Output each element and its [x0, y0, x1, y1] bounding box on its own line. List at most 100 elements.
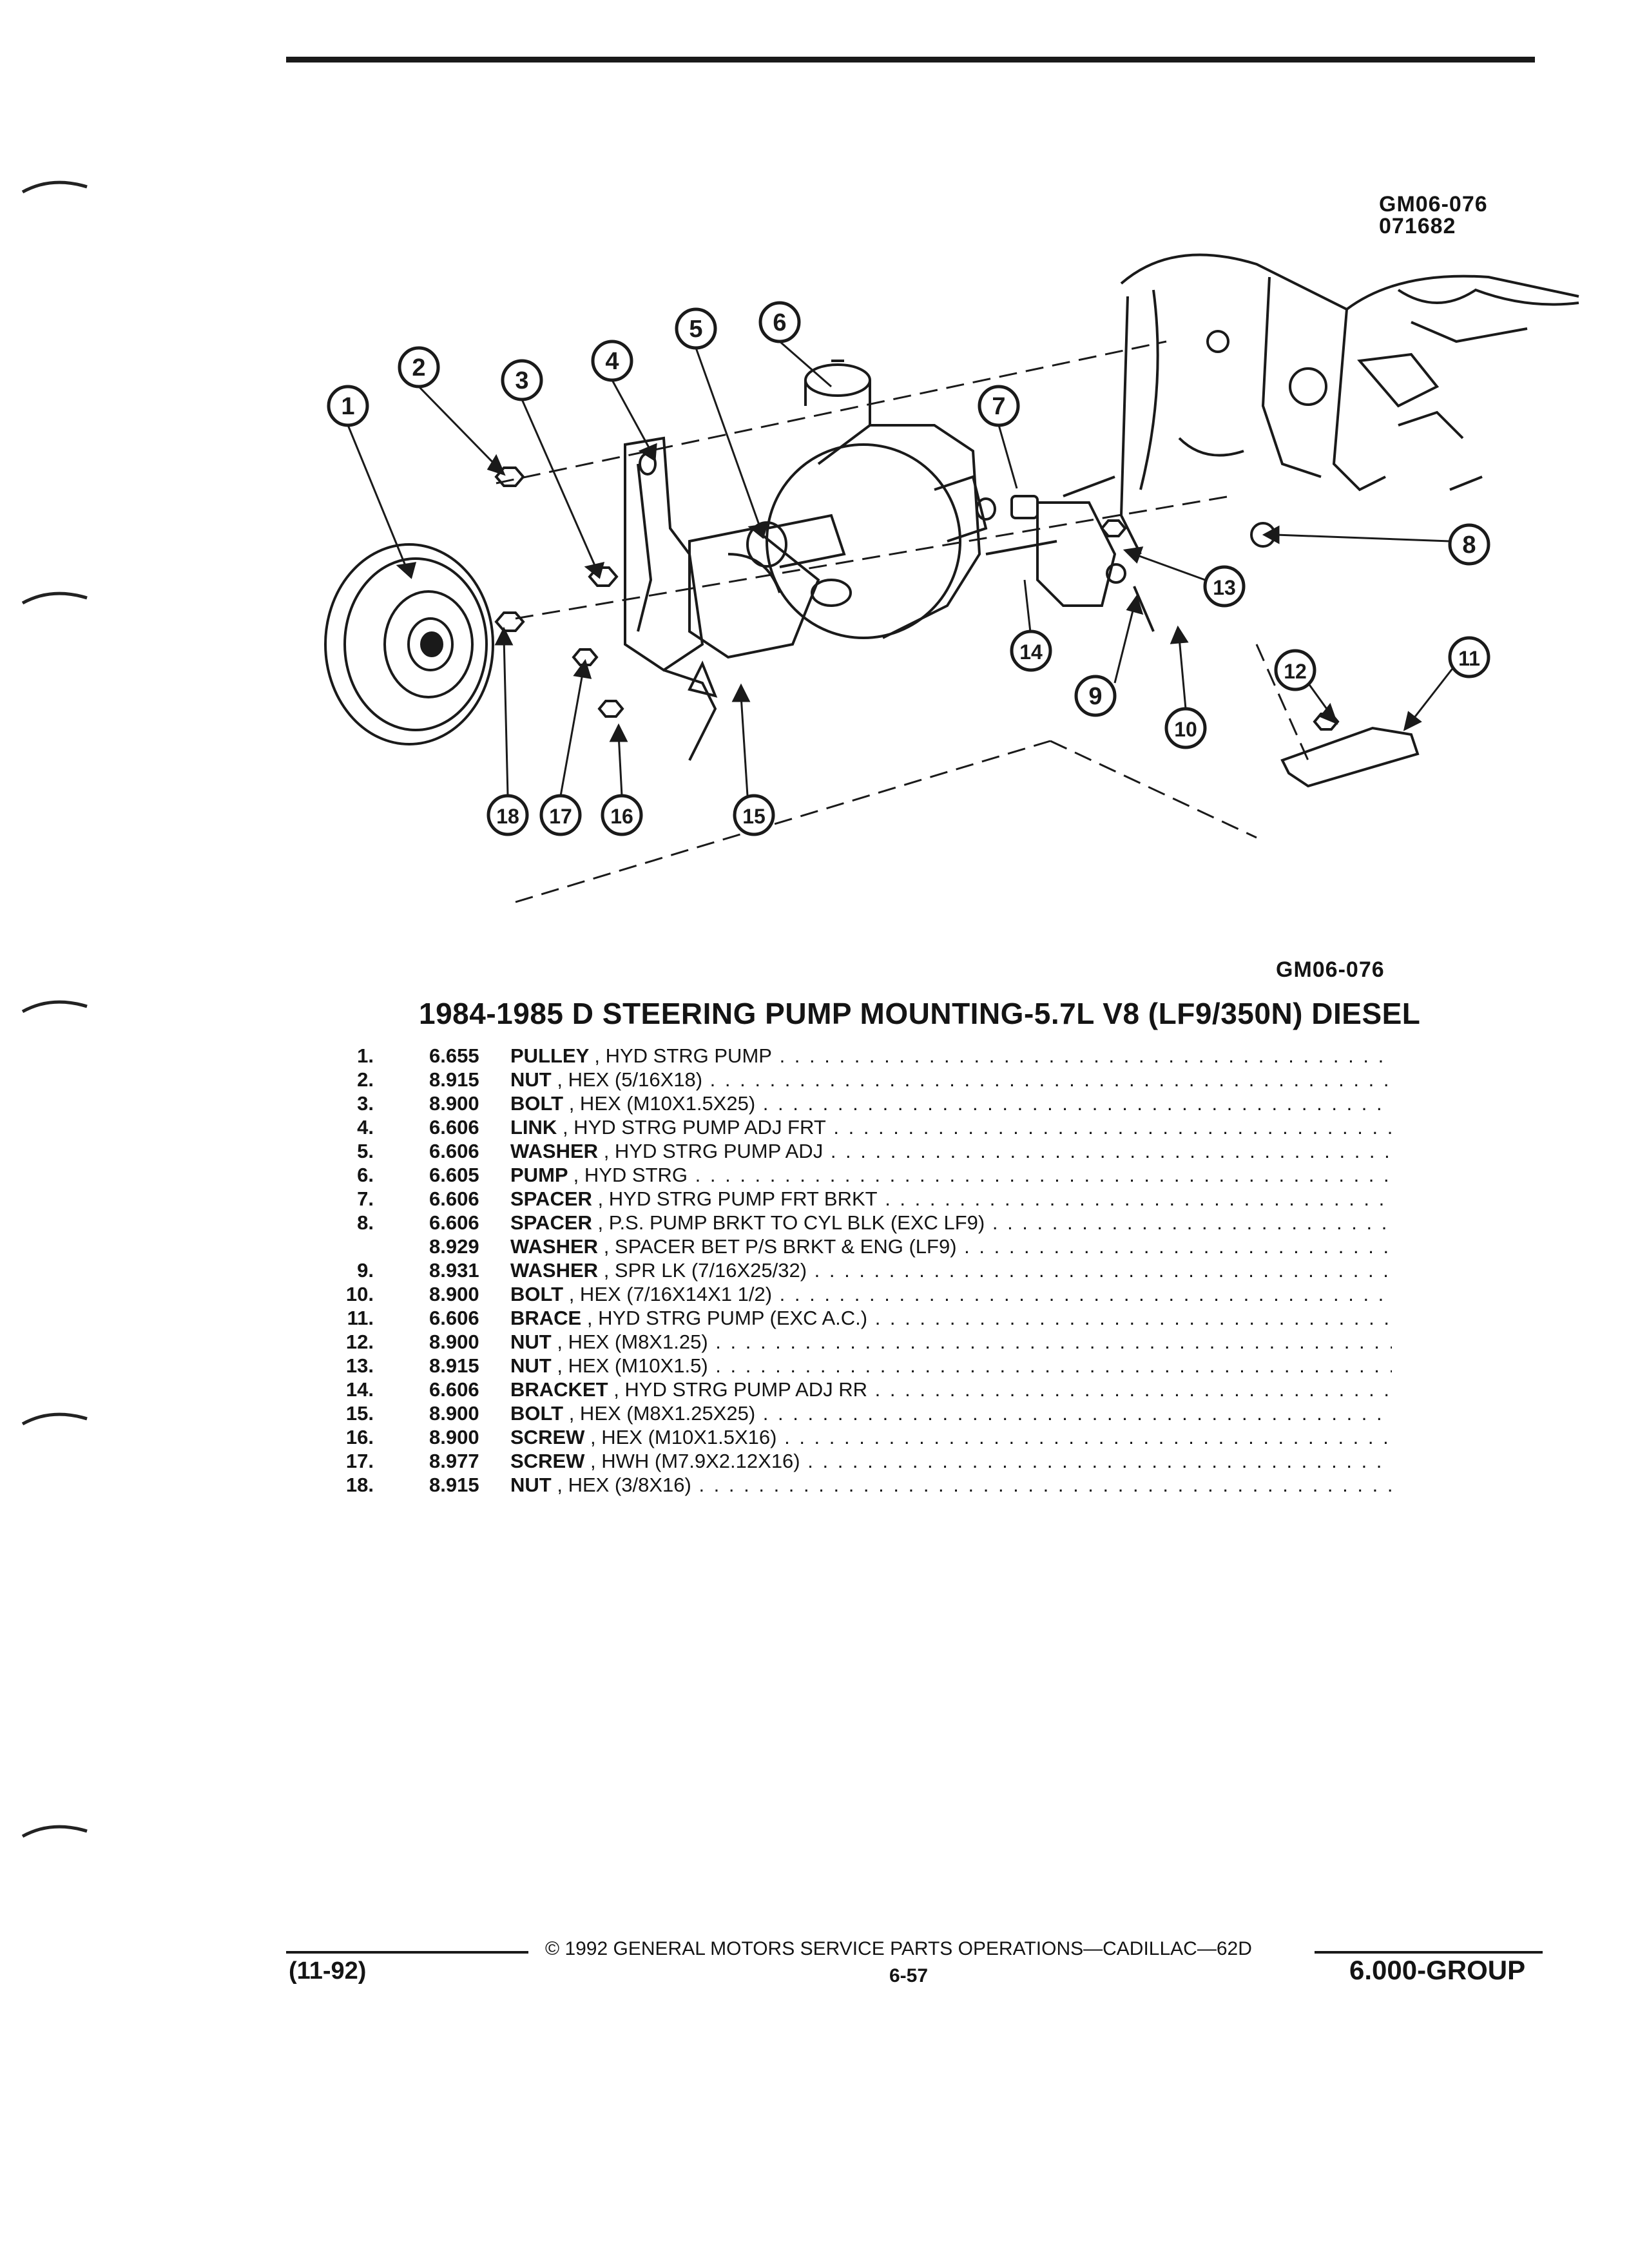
part-name: BOLT: [510, 1283, 564, 1305]
part-name: WASHER: [510, 1140, 599, 1162]
callout-14: 14: [1010, 629, 1052, 672]
callout-label: 1: [341, 393, 354, 420]
callout-15: 15: [733, 794, 775, 836]
callout-17: 17: [539, 794, 582, 836]
part-name: WASHER: [510, 1235, 599, 1258]
page-title: 1984-1985 D STEERING PUMP MOUNTING-5.7L …: [419, 997, 1421, 1030]
drawing-code-top: GM06-076: [1379, 192, 1488, 216]
part-description: WASHER , HYD STRG PUMP ADJ: [510, 1139, 1392, 1163]
part-description: NUT , HEX (5/16X18): [510, 1068, 1392, 1091]
part-group-code: 6.606: [429, 1378, 479, 1401]
callout-2: 2: [398, 346, 440, 389]
margin-mark: [21, 591, 88, 605]
part-group-code: 8.929: [429, 1235, 479, 1258]
part-name: NUT: [510, 1354, 552, 1377]
page-number: 6-57: [889, 1965, 929, 1986]
part-description: SPACER , HYD STRG PUMP FRT BRKT: [510, 1187, 1392, 1211]
part-spec: , HWH (M7.9X2.12X16): [590, 1450, 800, 1472]
callout-label: 2: [412, 354, 425, 381]
part-item-number: 3.: [357, 1092, 374, 1115]
part-spec: , HEX (M10X1.5X16): [590, 1426, 777, 1448]
part-name: BOLT: [510, 1402, 564, 1425]
engine-block-outline: [1119, 253, 1579, 555]
callout-label: 9: [1088, 683, 1102, 710]
callout-3: 3: [501, 359, 543, 401]
parts-list-row: 8.929 WASHER , SPACER BET P/S BRKT & ENG …: [309, 1235, 1418, 1258]
callout-1: 1: [327, 385, 369, 427]
part-description: BOLT , HEX (M10X1.5X25): [510, 1091, 1392, 1115]
part-group-code: 8.900: [429, 1402, 479, 1425]
pump-body: [746, 360, 988, 639]
callout-label: 10: [1174, 718, 1197, 741]
callout-label: 4: [605, 348, 619, 375]
copyright-notice: © 1992 GENERAL MOTORS SERVICE PARTS OPER…: [545, 1938, 1252, 1959]
callout-label: 8: [1462, 532, 1476, 559]
part-group-code: 8.900: [429, 1283, 479, 1305]
part-description: NUT , HEX (3/8X16): [510, 1473, 1392, 1497]
part-spec: , HYD STRG: [573, 1164, 688, 1186]
margin-mark: [21, 1825, 88, 1838]
drawing-date-code: 071682: [1379, 214, 1456, 238]
part-spec: , HEX (M8X1.25X25): [568, 1402, 756, 1425]
part-item-number: 14.: [345, 1378, 374, 1401]
part-spec: , HYD STRG PUMP (EXC A.C.): [586, 1307, 868, 1329]
part-spec: , HYD STRG PUMP FRT BRKT: [597, 1187, 878, 1210]
part-group-code: 8.915: [429, 1354, 479, 1377]
callout-4: 4: [591, 340, 633, 382]
part-item-number: 16.: [345, 1426, 374, 1448]
part-group-code: 6.606: [429, 1211, 479, 1234]
part-item-number: 7.: [357, 1187, 374, 1210]
callout-label: 11: [1458, 647, 1480, 670]
part-description: BOLT , HEX (M8X1.25X25): [510, 1401, 1392, 1425]
part-description: NUT , HEX (M8X1.25): [510, 1330, 1392, 1354]
parts-list-row: 7. 6.606 SPACER , HYD STRG PUMP FRT BRKT: [309, 1187, 1418, 1211]
callout-10: 10: [1164, 707, 1207, 749]
part-item-number: 1.: [357, 1044, 374, 1067]
pulley: [324, 543, 494, 745]
part-description: LINK , HYD STRG PUMP ADJ FRT: [510, 1115, 1392, 1139]
part-spec: , HYD STRG PUMP ADJ RR: [613, 1378, 868, 1401]
callout-label: 16: [610, 805, 633, 828]
part-group-code: 6.606: [429, 1307, 479, 1329]
part-group-code: 6.606: [429, 1187, 479, 1210]
part-name: NUT: [510, 1331, 552, 1353]
callout-9: 9: [1074, 675, 1117, 717]
callout-label: 14: [1019, 640, 1043, 664]
footer-rule: [286, 1951, 528, 1954]
part-name: SPACER: [510, 1187, 592, 1210]
part-name: NUT: [510, 1474, 552, 1496]
callout-12: 12: [1274, 649, 1316, 691]
part-item-number: 17.: [345, 1450, 374, 1472]
callout-13: 13: [1203, 565, 1246, 608]
part-group-code: 6.655: [429, 1044, 479, 1067]
callout-label: 6: [773, 309, 786, 336]
callout-label: 17: [549, 805, 572, 828]
footer-rule: [1315, 1951, 1543, 1954]
margin-mark: [21, 180, 88, 194]
part-name: NUT: [510, 1068, 552, 1091]
part-group-code: 8.900: [429, 1426, 479, 1448]
part-description: PUMP , HYD STRG: [510, 1163, 1392, 1187]
part-spec: , SPACER BET P/S BRKT & ENG (LF9): [603, 1235, 957, 1258]
part-spec: , HYD STRG PUMP ADJ: [603, 1140, 824, 1162]
callout-label: 5: [689, 316, 702, 343]
part-item-number: 10.: [345, 1283, 374, 1305]
callout-5: 5: [675, 307, 717, 350]
callout-label: 3: [515, 367, 528, 394]
part-group-code: 6.606: [429, 1140, 479, 1162]
rear-bracket: [985, 501, 1117, 607]
callout-label: 7: [992, 393, 1005, 420]
